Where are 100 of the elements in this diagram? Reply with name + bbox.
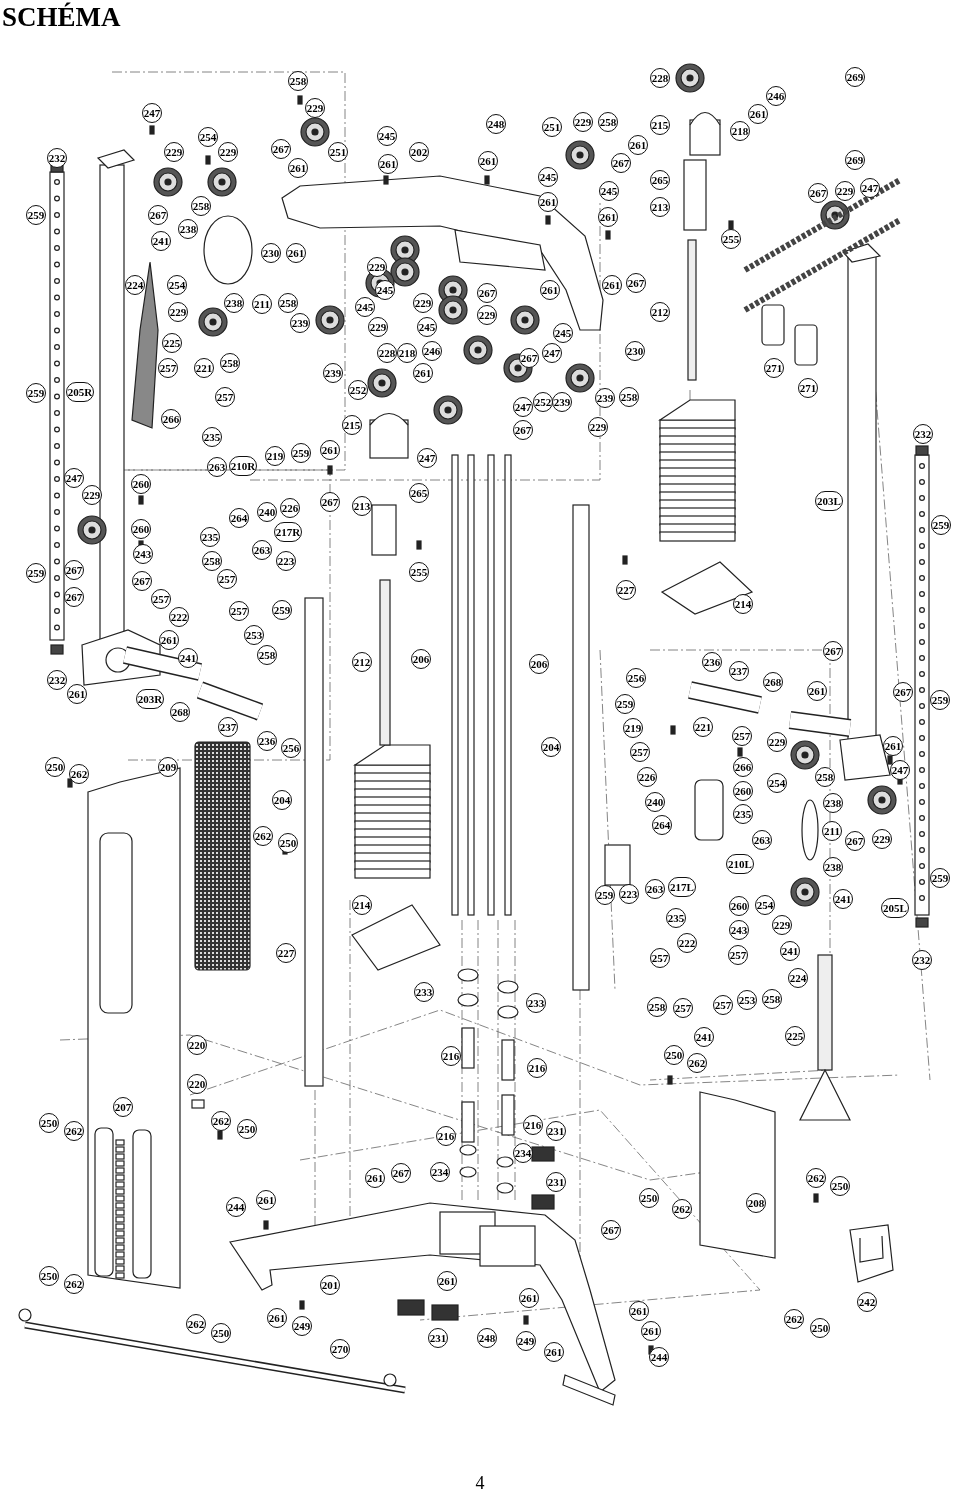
callout-number: 254 xyxy=(166,275,188,295)
callout-number: 215 xyxy=(649,115,671,135)
callout-number: 257 xyxy=(731,726,753,746)
callout-number: 257 xyxy=(214,387,236,407)
callout-number: 267 xyxy=(63,587,85,607)
callout-number: 254 xyxy=(766,773,788,793)
callout-number: 258 xyxy=(277,293,299,313)
callout-number: 262 xyxy=(686,1053,708,1073)
callout-number: 215 xyxy=(341,415,363,435)
callout-number: 261 xyxy=(158,630,180,650)
callout-number: 269 xyxy=(844,67,866,87)
callout-number: 254 xyxy=(754,895,776,915)
callout-number: 261 xyxy=(747,104,769,124)
callout-number: 259 xyxy=(594,885,616,905)
callout-number: 219 xyxy=(264,446,286,466)
callout-number: 257 xyxy=(216,569,238,589)
callout-number: 262 xyxy=(783,1309,805,1329)
callout-number: 261 xyxy=(266,1308,288,1328)
callout-number: 261 xyxy=(377,154,399,174)
callout-number: 267 xyxy=(131,571,153,591)
callout-number: 223 xyxy=(618,884,640,904)
callout-number: 245 xyxy=(598,181,620,201)
callout-number: 229 xyxy=(771,915,793,935)
callout-number: 259 xyxy=(290,443,312,463)
callout-number: 258 xyxy=(814,767,836,787)
callout-number: 224 xyxy=(124,275,146,295)
callout-number: 217L xyxy=(668,877,696,897)
callout-number: 206 xyxy=(528,654,550,674)
callout-number: 263 xyxy=(251,540,273,560)
callout-number: 236 xyxy=(256,731,278,751)
callout-number: 257 xyxy=(157,358,179,378)
callout-number: 226 xyxy=(279,498,301,518)
callout-number: 221 xyxy=(193,358,215,378)
callout-number: 267 xyxy=(512,420,534,440)
callout-number: 262 xyxy=(185,1314,207,1334)
callout-number: 255 xyxy=(720,229,742,249)
callout-number: 225 xyxy=(161,333,183,353)
callout-number: 262 xyxy=(671,1199,693,1219)
callout-number: 241 xyxy=(832,889,854,909)
callout-number: 220 xyxy=(186,1074,208,1094)
callout-number: 261 xyxy=(477,151,499,171)
callout-number: 255 xyxy=(408,562,430,582)
callout-number: 260 xyxy=(728,896,750,916)
callout-number: 257 xyxy=(629,742,651,762)
callout-number: 224 xyxy=(787,968,809,988)
callout-number: 262 xyxy=(63,1121,85,1141)
callout-number: 259 xyxy=(929,690,951,710)
callout-number: 261 xyxy=(66,684,88,704)
callout-number: 268 xyxy=(762,672,784,692)
callout-number: 230 xyxy=(260,243,282,263)
callout-number: 259 xyxy=(930,515,952,535)
callout-number: 223 xyxy=(275,551,297,571)
callout-number: 239 xyxy=(322,363,344,383)
callout-number: 202 xyxy=(408,142,430,162)
callout-number: 231 xyxy=(545,1172,567,1192)
callout-number: 235 xyxy=(732,804,754,824)
callout-number: 203L xyxy=(815,491,843,511)
callout-number: 250 xyxy=(829,1176,851,1196)
callout-number: 261 xyxy=(518,1288,540,1308)
callout-number: 258 xyxy=(190,196,212,216)
callout-number: 271 xyxy=(797,378,819,398)
callout-number: 210L xyxy=(726,854,754,874)
callout-number: 227 xyxy=(275,943,297,963)
callout-number: 258 xyxy=(287,71,309,91)
callout-number: 250 xyxy=(210,1323,232,1343)
callout-number: 261 xyxy=(285,243,307,263)
callout-number: 229 xyxy=(834,181,856,201)
callout-number: 258 xyxy=(597,112,619,132)
callout-number: 212 xyxy=(649,302,671,322)
callout-number: 235 xyxy=(201,427,223,447)
callout-number: 259 xyxy=(25,205,47,225)
callout-number: 259 xyxy=(25,383,47,403)
callout-number: 267 xyxy=(822,641,844,661)
callout-number: 238 xyxy=(822,793,844,813)
callout-number: 229 xyxy=(412,293,434,313)
callout-number: 261 xyxy=(364,1168,386,1188)
callout-number: 264 xyxy=(651,815,673,835)
callout-number: 250 xyxy=(638,1188,660,1208)
callout-number: 233 xyxy=(525,993,547,1013)
callout-number: 237 xyxy=(217,717,239,737)
callout-number: 234 xyxy=(429,1162,451,1182)
callout-number: 229 xyxy=(366,257,388,277)
callout-number: 263 xyxy=(644,879,666,899)
callout-number: 266 xyxy=(732,757,754,777)
callout-number: 259 xyxy=(25,563,47,583)
callout-number: 229 xyxy=(766,732,788,752)
callout-number: 229 xyxy=(587,417,609,437)
callout-number: 236 xyxy=(701,652,723,672)
callout-number: 247 xyxy=(63,468,85,488)
callout-number: 216 xyxy=(522,1115,544,1135)
callout-number: 262 xyxy=(210,1111,232,1131)
callout-number: 267 xyxy=(844,831,866,851)
callout-number: 242 xyxy=(856,1292,878,1312)
callout-number: 267 xyxy=(390,1163,412,1183)
callout-number: 247 xyxy=(889,760,911,780)
callout-number: 246 xyxy=(421,341,443,361)
callout-number: 251 xyxy=(541,117,563,137)
callout-number: 229 xyxy=(304,98,326,118)
callout-number: 257 xyxy=(150,589,172,609)
callout-number: 262 xyxy=(63,1274,85,1294)
